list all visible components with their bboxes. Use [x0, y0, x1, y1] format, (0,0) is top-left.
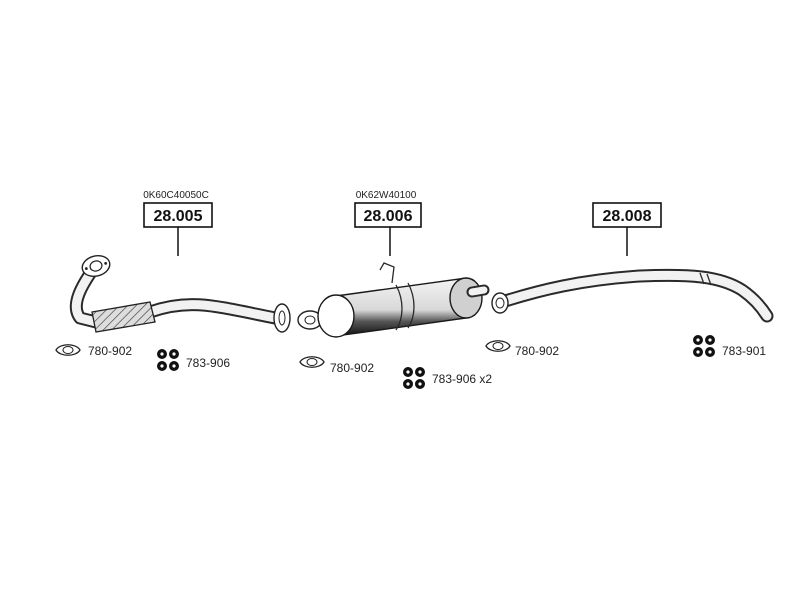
- accessory-780-902[interactable]: 780-902: [55, 344, 132, 358]
- flex-pipe-section: [91, 301, 156, 333]
- part-28-008[interactable]: 28.008: [491, 202, 774, 323]
- accessory-code: 783-906 x2: [432, 372, 492, 386]
- part-number-label: 28.006: [364, 208, 413, 225]
- rubber-hanger-icon: [403, 367, 425, 389]
- part-number-label: 28.005: [154, 208, 203, 225]
- accessory-783-906-x2[interactable]: 783-906 x2: [403, 367, 492, 389]
- gasket-icon: [55, 344, 81, 356]
- accessory-code: 783-901: [722, 344, 766, 358]
- gasket-icon: [299, 356, 325, 368]
- part-28-006[interactable]: 0K62W40100 28.006: [297, 190, 490, 338]
- part-number-box[interactable]: [592, 202, 662, 228]
- front-pipe-graphic: [69, 254, 291, 333]
- accessory-code: 780-902: [88, 344, 132, 358]
- rear-pipe-graphic: [491, 268, 774, 323]
- accessory-780-902[interactable]: 780-902: [485, 340, 559, 358]
- manifold-flange: [81, 254, 111, 278]
- accessory-code: 780-902: [515, 344, 559, 358]
- middle-silencer-graphic: [297, 262, 490, 338]
- part-number-box[interactable]: [354, 202, 422, 228]
- part-28-005[interactable]: 0K60C40050C 28.005: [69, 190, 291, 333]
- oem-number: 0K60C40050C: [143, 190, 209, 201]
- accessory-783-901[interactable]: 783-901: [693, 335, 766, 358]
- part-number-label: 28.008: [603, 208, 652, 225]
- oem-number: 0K62W40100: [356, 190, 417, 201]
- silencer-can: [335, 277, 467, 337]
- accessory-code: 780-902: [330, 361, 374, 375]
- rubber-hanger-icon: [693, 335, 715, 357]
- accessory-code: 783-906: [186, 356, 230, 370]
- gasket-icon: [485, 340, 511, 352]
- accessory-780-902[interactable]: 780-902: [299, 356, 374, 375]
- accessory-783-906[interactable]: 783-906: [157, 349, 230, 371]
- rubber-hanger-icon: [157, 349, 179, 371]
